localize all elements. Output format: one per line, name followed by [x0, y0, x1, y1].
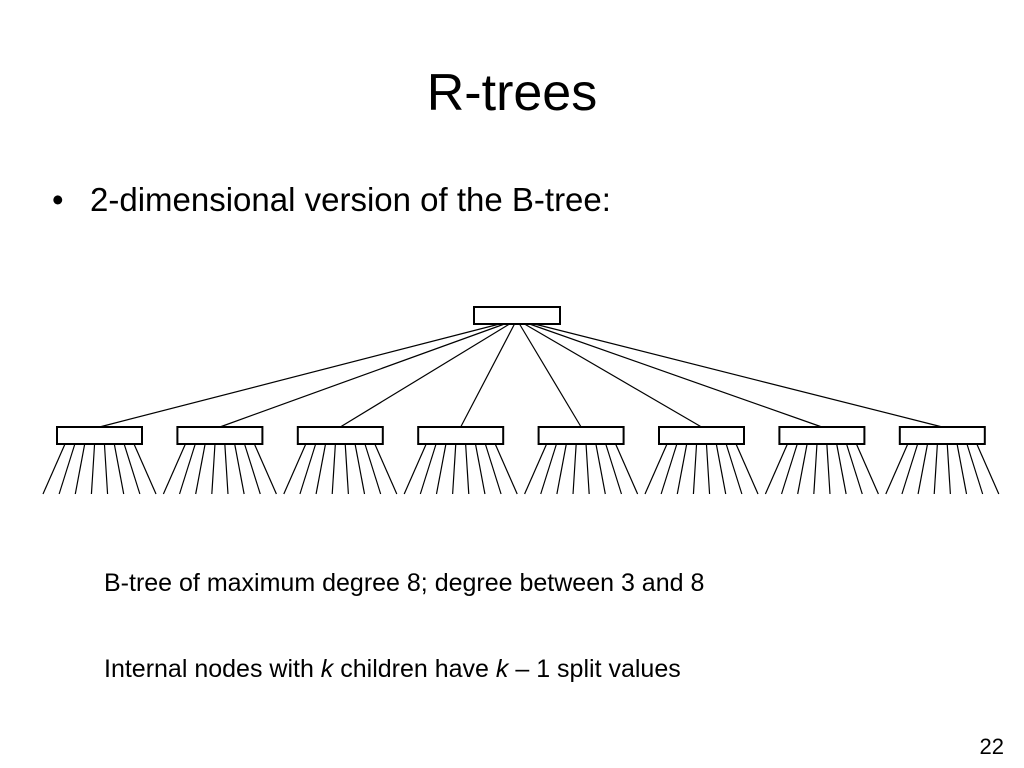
- child-node: [56, 426, 143, 445]
- caption-split-k1: k: [320, 655, 334, 683]
- bullet-item: • 2-dimensional version of the B-tree:: [52, 178, 611, 222]
- leaf-edge: [364, 443, 382, 495]
- leaf-edge: [178, 443, 196, 495]
- caption-split-part1: Internal nodes with: [104, 655, 321, 683]
- leaf-edge: [465, 443, 470, 495]
- leaf-edge: [74, 443, 86, 495]
- leaf-edge: [452, 443, 457, 495]
- leaf-edge: [946, 443, 951, 495]
- leaf-edge: [42, 443, 66, 495]
- leaf-edge: [435, 443, 447, 495]
- leaf-edge: [103, 443, 109, 495]
- leaf-edge: [195, 443, 206, 495]
- leaf-edge: [90, 443, 96, 495]
- leaf-edge: [224, 443, 229, 495]
- leaf-edge: [484, 443, 502, 495]
- leaf-edge: [474, 443, 486, 495]
- leaf-edge: [572, 443, 577, 495]
- child-node: [778, 426, 866, 445]
- leaf-edge: [676, 443, 688, 495]
- leaf-edge: [826, 443, 831, 495]
- caption-split-values: Internal nodes with k children have k – …: [104, 653, 681, 685]
- caption-split-part2: children have: [333, 655, 496, 683]
- bullet-marker: •: [52, 181, 64, 218]
- leaf-edge: [494, 443, 518, 495]
- leaf-edge: [845, 443, 863, 495]
- child-node: [296, 426, 384, 445]
- tree-edges: [42, 323, 1000, 495]
- leaf-edge: [917, 443, 929, 495]
- root-child-edge: [518, 323, 582, 428]
- leaf-edge: [797, 443, 808, 495]
- page-number: 22: [979, 734, 1004, 759]
- leaf-edge: [966, 443, 984, 495]
- leaf-edge: [133, 443, 157, 495]
- root-child-edge: [534, 323, 943, 428]
- leaf-edge: [780, 443, 798, 495]
- leaf-edge: [243, 443, 261, 495]
- leaf-edge: [585, 443, 590, 495]
- leaf-edge: [933, 443, 938, 495]
- leaf-edge: [813, 443, 818, 495]
- root-node: [473, 306, 561, 325]
- leaf-edge: [855, 443, 879, 495]
- child-node: [176, 426, 264, 445]
- leaf-edge: [605, 443, 623, 495]
- leaf-edge: [660, 443, 678, 495]
- leaf-edge: [211, 443, 216, 495]
- leaf-edge: [162, 443, 186, 495]
- root-child-edge: [339, 323, 510, 428]
- leaf-edge: [540, 443, 558, 495]
- root-child-edge: [219, 323, 505, 428]
- leaf-edge: [283, 443, 307, 495]
- leaf-edge: [113, 443, 125, 495]
- leaf-edge: [524, 443, 548, 495]
- leaf-edge: [58, 443, 76, 495]
- child-node: [898, 426, 986, 445]
- leaf-edge: [885, 443, 909, 495]
- leaf-edge: [836, 443, 847, 495]
- leaf-edge: [419, 443, 437, 495]
- caption-split-k2: k: [495, 655, 509, 683]
- leaf-edge: [956, 443, 968, 495]
- tree-nodes: [56, 306, 986, 445]
- leaf-edge: [725, 443, 743, 495]
- leaf-edge: [299, 443, 317, 495]
- leaf-edge: [976, 443, 1000, 495]
- leaf-edge: [354, 443, 366, 495]
- leaf-edge: [705, 443, 711, 495]
- child-node: [537, 426, 625, 445]
- bullet-text: 2-dimensional version of the B-tree:: [90, 181, 611, 218]
- leaf-edge: [715, 443, 727, 495]
- leaf-edge: [595, 443, 606, 495]
- root-child-edge: [524, 323, 702, 428]
- leaf-edge: [735, 443, 759, 495]
- leaf-edge: [615, 443, 639, 495]
- leaf-edge: [644, 443, 668, 495]
- caption-split-part3: – 1 split values: [508, 655, 681, 683]
- root-child-edge: [460, 323, 516, 428]
- leaf-edge: [374, 443, 398, 495]
- leaf-edge: [764, 443, 788, 495]
- leaf-edge: [234, 443, 245, 495]
- child-node: [658, 426, 745, 445]
- root-child-edge: [529, 323, 823, 428]
- root-child-edge: [99, 323, 500, 428]
- leaf-edge: [556, 443, 567, 495]
- leaf-edge: [253, 443, 277, 495]
- child-node: [417, 426, 505, 445]
- caption-degree: B-tree of maximum degree 8; degree betwe…: [104, 569, 705, 597]
- leaf-edge: [692, 443, 698, 495]
- slide-title: R-trees: [426, 64, 598, 122]
- leaf-edge: [315, 443, 327, 495]
- leaf-edge: [403, 443, 427, 495]
- leaf-edge: [901, 443, 919, 495]
- leaf-edge: [331, 443, 336, 495]
- leaf-edge: [123, 443, 141, 495]
- leaf-edge: [344, 443, 349, 495]
